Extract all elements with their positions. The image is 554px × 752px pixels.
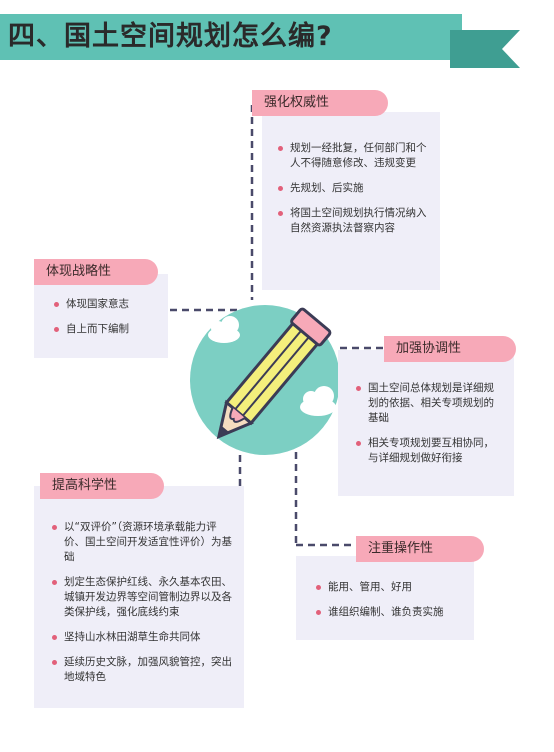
list-item: 谁组织编制、谁负责实施 [314,605,469,620]
list-item: 将国土空间规划执行情况纳入自然资源执法督察内容 [276,206,428,236]
authority-list: 规划一经批复，任何部门和个人不得随意修改、违规变更 先规划、后实施 将国土空间规… [276,141,428,246]
list-item: 划定生态保护红线、永久基本农田、城镇开发边界等空间管制边界以及各类保护线，强化底… [50,575,235,620]
pencil-illustration [190,305,340,455]
strategy-list: 体现国家意志 自上而下编制 [52,297,167,347]
page-title: 四、国土空间规划怎么编? [8,21,333,52]
coordination-list: 国土空间总体规划是详细规划的依据、相关专项规划的基础 相关专项规划要互相协同，与… [354,381,504,476]
banner-ribbon-tail [450,30,520,68]
list-item: 先规划、后实施 [276,181,428,196]
list-item: 能用、管用、好用 [314,580,469,595]
authority-tag: 强化权威性 [252,90,388,116]
cloud-icon [300,386,336,416]
list-item: 相关专项规划要互相协同，与详细规划做好衔接 [354,436,504,466]
list-item: 国土空间总体规划是详细规划的依据、相关专项规划的基础 [354,381,504,426]
science-tag: 提高科学性 [40,473,164,499]
list-item: 延续历史文脉，加强风貌管控，突出地域特色 [50,655,235,685]
list-item: 自上而下编制 [52,322,167,337]
title-banner [0,14,462,60]
operability-tag: 注重操作性 [356,536,484,562]
list-item: 体现国家意志 [52,297,167,312]
science-list: 以“双评价”（资源环境承载能力评价、国土空间开发适宜性评价）为基础 划定生态保护… [50,520,235,695]
operability-list: 能用、管用、好用 谁组织编制、谁负责实施 [314,580,469,630]
coordination-tag: 加强协调性 [384,336,516,362]
strategy-box [34,274,168,358]
coordination-box [338,350,514,496]
cloud-icon [208,316,240,343]
science-box [34,486,244,708]
list-item: 坚持山水林田湖草生命共同体 [50,630,235,645]
list-item: 以“双评价”（资源环境承载能力评价、国土空间开发适宜性评价）为基础 [50,520,235,565]
authority-box [262,112,440,290]
list-item: 规划一经批复，任何部门和个人不得随意修改、违规变更 [276,141,428,171]
operability-box [296,556,474,640]
strategy-tag: 体现战略性 [34,259,158,285]
